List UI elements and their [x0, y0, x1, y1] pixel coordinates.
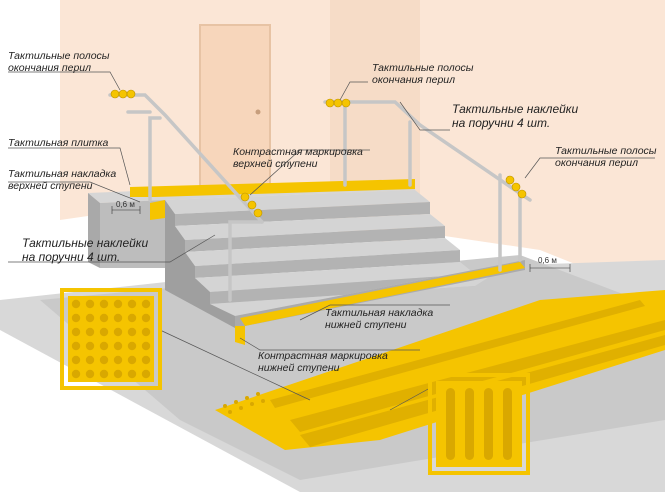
inset-stripe-tile-frame [428, 373, 530, 475]
door-knob [255, 109, 261, 115]
inset-dot-pattern [71, 299, 151, 379]
tactile-dot [71, 341, 81, 351]
dimension-bottom-offset: 0,6 м [538, 256, 557, 265]
tactile-dot [99, 355, 109, 365]
tactile-dot [127, 355, 137, 365]
tactile-dot [113, 355, 123, 365]
tactile-dot [141, 341, 151, 351]
inset-dot-tile [68, 296, 154, 382]
tactile-dot [85, 299, 95, 309]
label-tactile-tile: Тактильная плитка [8, 137, 109, 149]
bottom-step-overlay [240, 262, 525, 326]
tactile-dot [85, 341, 95, 351]
tactile-dot [141, 313, 151, 323]
tactile-dot [85, 327, 95, 337]
tactile-dot [127, 299, 137, 309]
tactile-dot [127, 341, 137, 351]
top-step-overlay-edge [150, 200, 165, 220]
tactile-dot [99, 313, 109, 323]
tactile-paving-dots [223, 392, 265, 414]
tactile-dot [113, 327, 123, 337]
tactile-dot [71, 299, 81, 309]
tactile-dot [127, 327, 137, 337]
tactile-dot [141, 299, 151, 309]
tactile-dot [85, 369, 95, 379]
landing-side [88, 193, 100, 268]
landing-front [100, 200, 165, 268]
tactile-dot [71, 313, 81, 323]
tactile-dot [71, 355, 81, 365]
tactile-dot [85, 313, 95, 323]
tactile-dot [141, 355, 151, 365]
tactile-dot [113, 369, 123, 379]
tactile-dot [71, 327, 81, 337]
tactile-dot [85, 355, 95, 365]
inset-dot-tile-frame [60, 288, 162, 390]
tactile-dot [71, 369, 81, 379]
tactile-dot [99, 299, 109, 309]
tactile-dot [99, 341, 109, 351]
tactile-dot [127, 313, 137, 323]
inset-stripe-pattern [446, 388, 512, 460]
bottom-step-overlay-front [235, 326, 245, 345]
dimension-top-offset: 0,6 м [116, 200, 135, 209]
handrail-end-markers [110, 89, 527, 218]
dimension-markers [111, 206, 571, 272]
tactile-dot [127, 369, 137, 379]
door [199, 24, 271, 191]
tactile-dot [141, 327, 151, 337]
tactile-dot [113, 313, 123, 323]
tactile-dot [141, 369, 151, 379]
tactile-dot [99, 369, 109, 379]
tactile-dot [99, 327, 109, 337]
tactile-dot [113, 299, 123, 309]
leader-lines [8, 71, 655, 411]
tactile-dot [113, 341, 123, 351]
